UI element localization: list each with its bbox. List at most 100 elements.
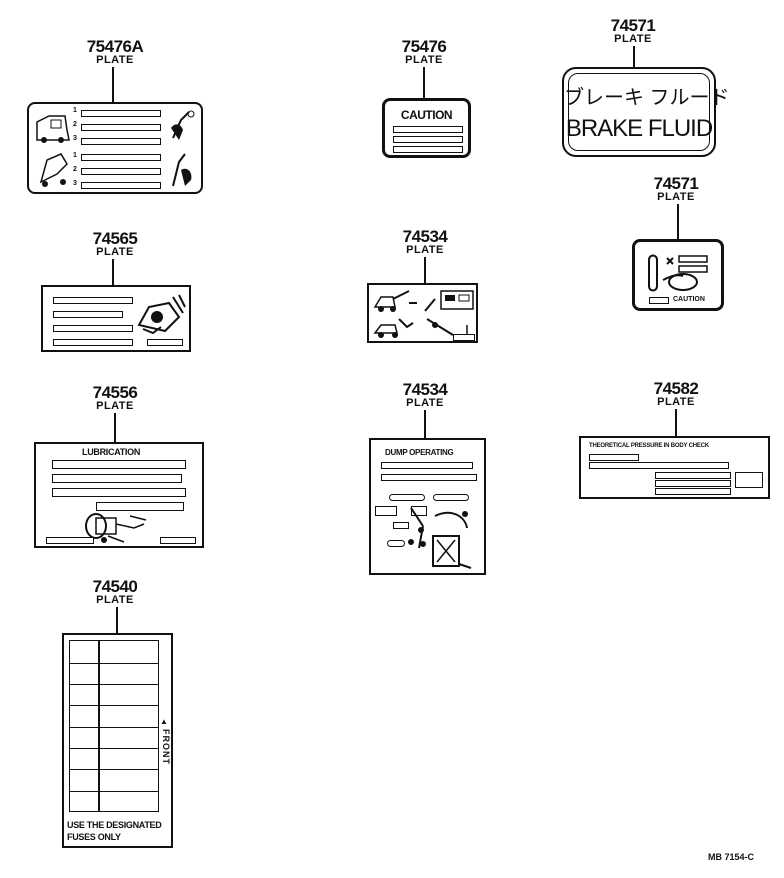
plate-heading: LUBRICATION [82,447,141,457]
text-bar [81,110,161,117]
text-bar [453,334,475,341]
text-bar [393,136,463,143]
leader-line [116,607,118,634]
part-number: 74556 [92,383,138,402]
part-label-74582: 74582 PLATE [641,380,711,408]
drawing-code: MB 7154-C [707,852,754,862]
part-label-74556: 74556 PLATE [80,384,150,412]
part-name: PLATE [406,244,444,256]
part-label-75476: 75476 PLATE [389,38,459,66]
grid-divider [98,641,100,811]
part-label-74565: 74565 PLATE [80,230,150,258]
text-bar [53,297,133,304]
text-bar [387,540,405,547]
text-bar [655,480,731,487]
part-name: PLATE [96,594,134,606]
grid-row-divider [70,663,158,664]
text-bar [589,454,639,461]
lever-panel-icon [423,289,475,313]
text-bar [411,506,427,516]
text-bar [655,488,731,495]
fuse-instruction-line1: USE THE DESIGNATED [67,820,162,830]
front-label: FRONT [161,729,171,765]
part-name: PLATE [96,246,134,258]
dump-truck-lower-icon [373,315,419,339]
plate-74571-caution: CAUTION [632,239,724,311]
text-bar [735,472,763,488]
plate-text-japanese: ブレーキ フルード [564,87,730,109]
plate-75476: CAUTION [382,98,471,158]
text-bar [160,537,196,544]
text-bar [81,154,161,161]
grid-row-divider [70,727,158,728]
text-bar [147,339,183,346]
hand-lever-icon [167,152,197,188]
part-label-75476a: 75476A PLATE [80,38,150,66]
lever-icon [167,108,197,144]
text-bar [53,325,133,332]
text-bar [393,146,463,153]
text-bar [53,311,123,318]
grease-fitting-icon [74,506,164,546]
row-number: 1 [73,152,77,159]
text-bar [381,474,477,481]
leader-line [675,409,677,437]
leader-line [424,257,426,284]
part-number: 74582 [653,379,699,398]
row-number: 3 [73,135,77,142]
part-label-74571-brake: 74571 PLATE [598,17,668,45]
plate-75476a: 1 2 3 1 2 3 [27,102,203,194]
part-label-74540: 74540 PLATE [80,578,150,606]
leader-line [633,46,635,68]
text-bar [81,182,161,189]
row-number: 2 [73,121,77,128]
leader-line [423,67,425,99]
plate-heading: DUMP OPERATING [385,448,454,457]
plate-inner-border [568,73,710,151]
text-bar [52,474,182,483]
part-name: PLATE [96,400,134,412]
text-bar [375,506,397,516]
plate-heading: THEORETICAL PRESSURE IN BODY CHECK [589,443,709,449]
plate-74540: ▲ FRONT USE THE DESIGNATED FUSES ONLY [62,633,173,848]
plate-74556: LUBRICATION [34,442,204,548]
part-number: 75476 [401,37,447,56]
text-bar [53,339,133,346]
part-label-74571-caution: 74571 PLATE [641,175,711,203]
dump-control-lever-icon [405,502,481,572]
plate-74565 [41,285,191,352]
text-bar [81,124,161,131]
plate-caution-label: CAUTION [673,296,705,303]
mechanism-icon [135,293,187,335]
fuse-grid [69,640,159,812]
part-number: 74534 [402,380,448,399]
text-bar [52,488,186,497]
text-bar [81,138,161,145]
text-bar [393,126,463,133]
text-bar [433,494,469,501]
plate-heading: CAUTION [400,108,453,122]
dump-truck-raise-icon [373,289,419,313]
leader-line [424,410,426,439]
part-name: PLATE [406,397,444,409]
row-number: 3 [73,180,77,187]
grid-row-divider [70,705,158,706]
plate-74534-b: DUMP OPERATING [369,438,486,575]
tilted-cab-icon [37,152,71,188]
plate-74534-a [367,283,478,343]
leader-line [112,67,114,103]
plate-74571-brake-fluid: ブレーキ フルード BRAKE FLUID [562,67,730,157]
part-name: PLATE [657,396,695,408]
dump-truck-icon [35,112,71,144]
plate-text-english: BRAKE FLUID [565,115,713,142]
front-arrow-icon: ▲ [160,717,168,726]
leader-line [677,204,679,240]
grid-row-divider [70,684,158,685]
text-bar [52,460,186,469]
part-number: 75476A [86,37,144,56]
part-name: PLATE [405,54,443,66]
part-number: 74534 [402,227,448,246]
part-number: 74565 [92,229,138,248]
text-bar [381,462,473,469]
text-bar [589,462,729,469]
